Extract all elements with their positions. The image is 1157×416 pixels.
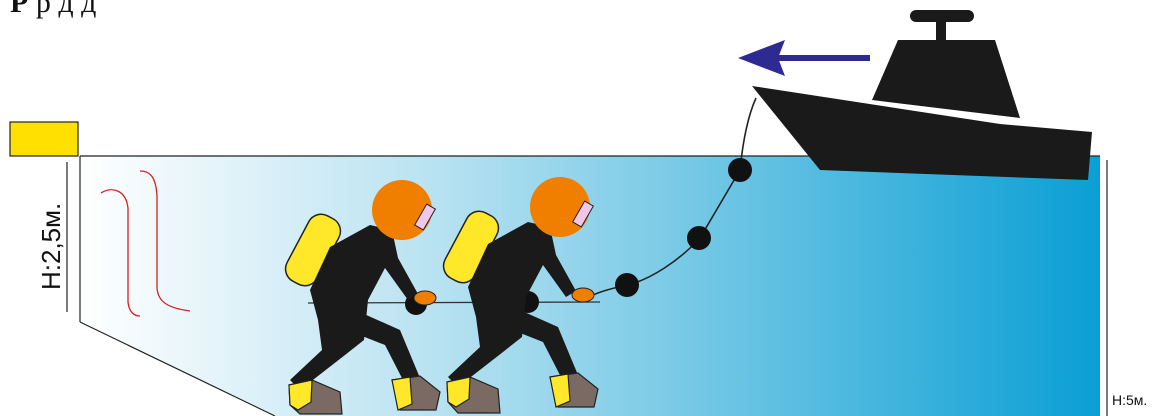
tow-float-1 [728,158,752,182]
arrow-left-icon [738,40,870,76]
tow-float-3 [615,273,639,297]
shallow-depth-label: H:2,5м. [36,203,66,290]
buoy-icon [10,122,78,156]
tow-float-2 [687,226,711,250]
water-area [80,156,1100,416]
boat-icon [752,10,1092,180]
deep-depth-label: H:5м. [1112,392,1147,408]
